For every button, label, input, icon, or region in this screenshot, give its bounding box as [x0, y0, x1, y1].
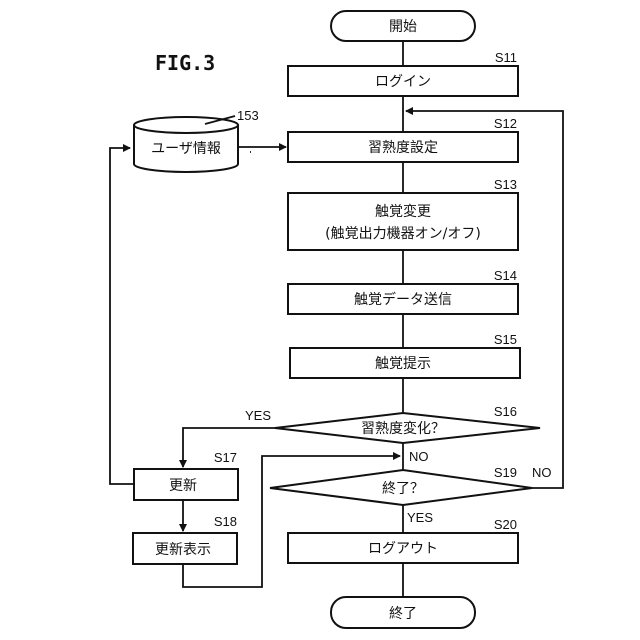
svg-text:触覚データ送信: 触覚データ送信	[354, 291, 452, 308]
step-label: S16	[494, 404, 517, 419]
svg-text:触覚提示: 触覚提示	[375, 356, 431, 372]
svg-text:開始: 開始	[389, 19, 417, 35]
svg-text:触覚変更: 触覚変更	[375, 203, 431, 220]
svg-text:終了？: 終了？	[382, 481, 424, 497]
step-label: S20	[494, 517, 517, 532]
end-node: 終了	[331, 597, 475, 628]
s17-to-database	[110, 148, 134, 484]
svg-text:ログイン: ログイン	[375, 74, 431, 90]
step-label: S12	[494, 116, 517, 131]
user-info-database: ユーザ情報 153	[134, 108, 259, 172]
step-s18: S18 更新表示	[133, 514, 237, 564]
svg-text:更新: 更新	[169, 478, 197, 494]
svg-text:習熟度変化？: 習熟度変化？	[361, 420, 445, 437]
svg-text:ログアウト: ログアウト	[368, 541, 438, 557]
step-label: S15	[494, 332, 517, 347]
svg-text:更新表示: 更新表示	[155, 542, 211, 558]
yes-label: YES	[407, 510, 433, 525]
svg-text:終了: 終了	[389, 606, 417, 622]
step-label: S13	[494, 177, 517, 192]
no-label: NO	[409, 449, 429, 464]
step-s17: S17 更新	[134, 450, 238, 500]
svg-text:ユーザ情報: ユーザ情報	[151, 141, 221, 157]
svg-text:(触覚出力機器オン/オフ): (触覚出力機器オン/オフ)	[325, 226, 481, 242]
decision-s16: S16 習熟度変化？ YES NO	[245, 404, 540, 464]
step-label: S11	[495, 50, 517, 65]
no-label: NO	[532, 465, 552, 480]
step-s15: S15 触覚提示	[290, 332, 520, 378]
start-node: 開始	[331, 11, 475, 41]
figure-label: FIG.3	[155, 51, 215, 75]
step-label: S19	[494, 465, 517, 480]
decision-s19: S19 NO 終了？ YES	[270, 465, 552, 525]
step-label: S17	[214, 450, 237, 465]
step-label: S14	[494, 268, 517, 283]
step-label: S18	[214, 514, 237, 529]
svg-text:習熟度設定: 習熟度設定	[368, 140, 438, 156]
reference-number: 153	[237, 108, 259, 123]
yes-label: YES	[245, 408, 271, 423]
